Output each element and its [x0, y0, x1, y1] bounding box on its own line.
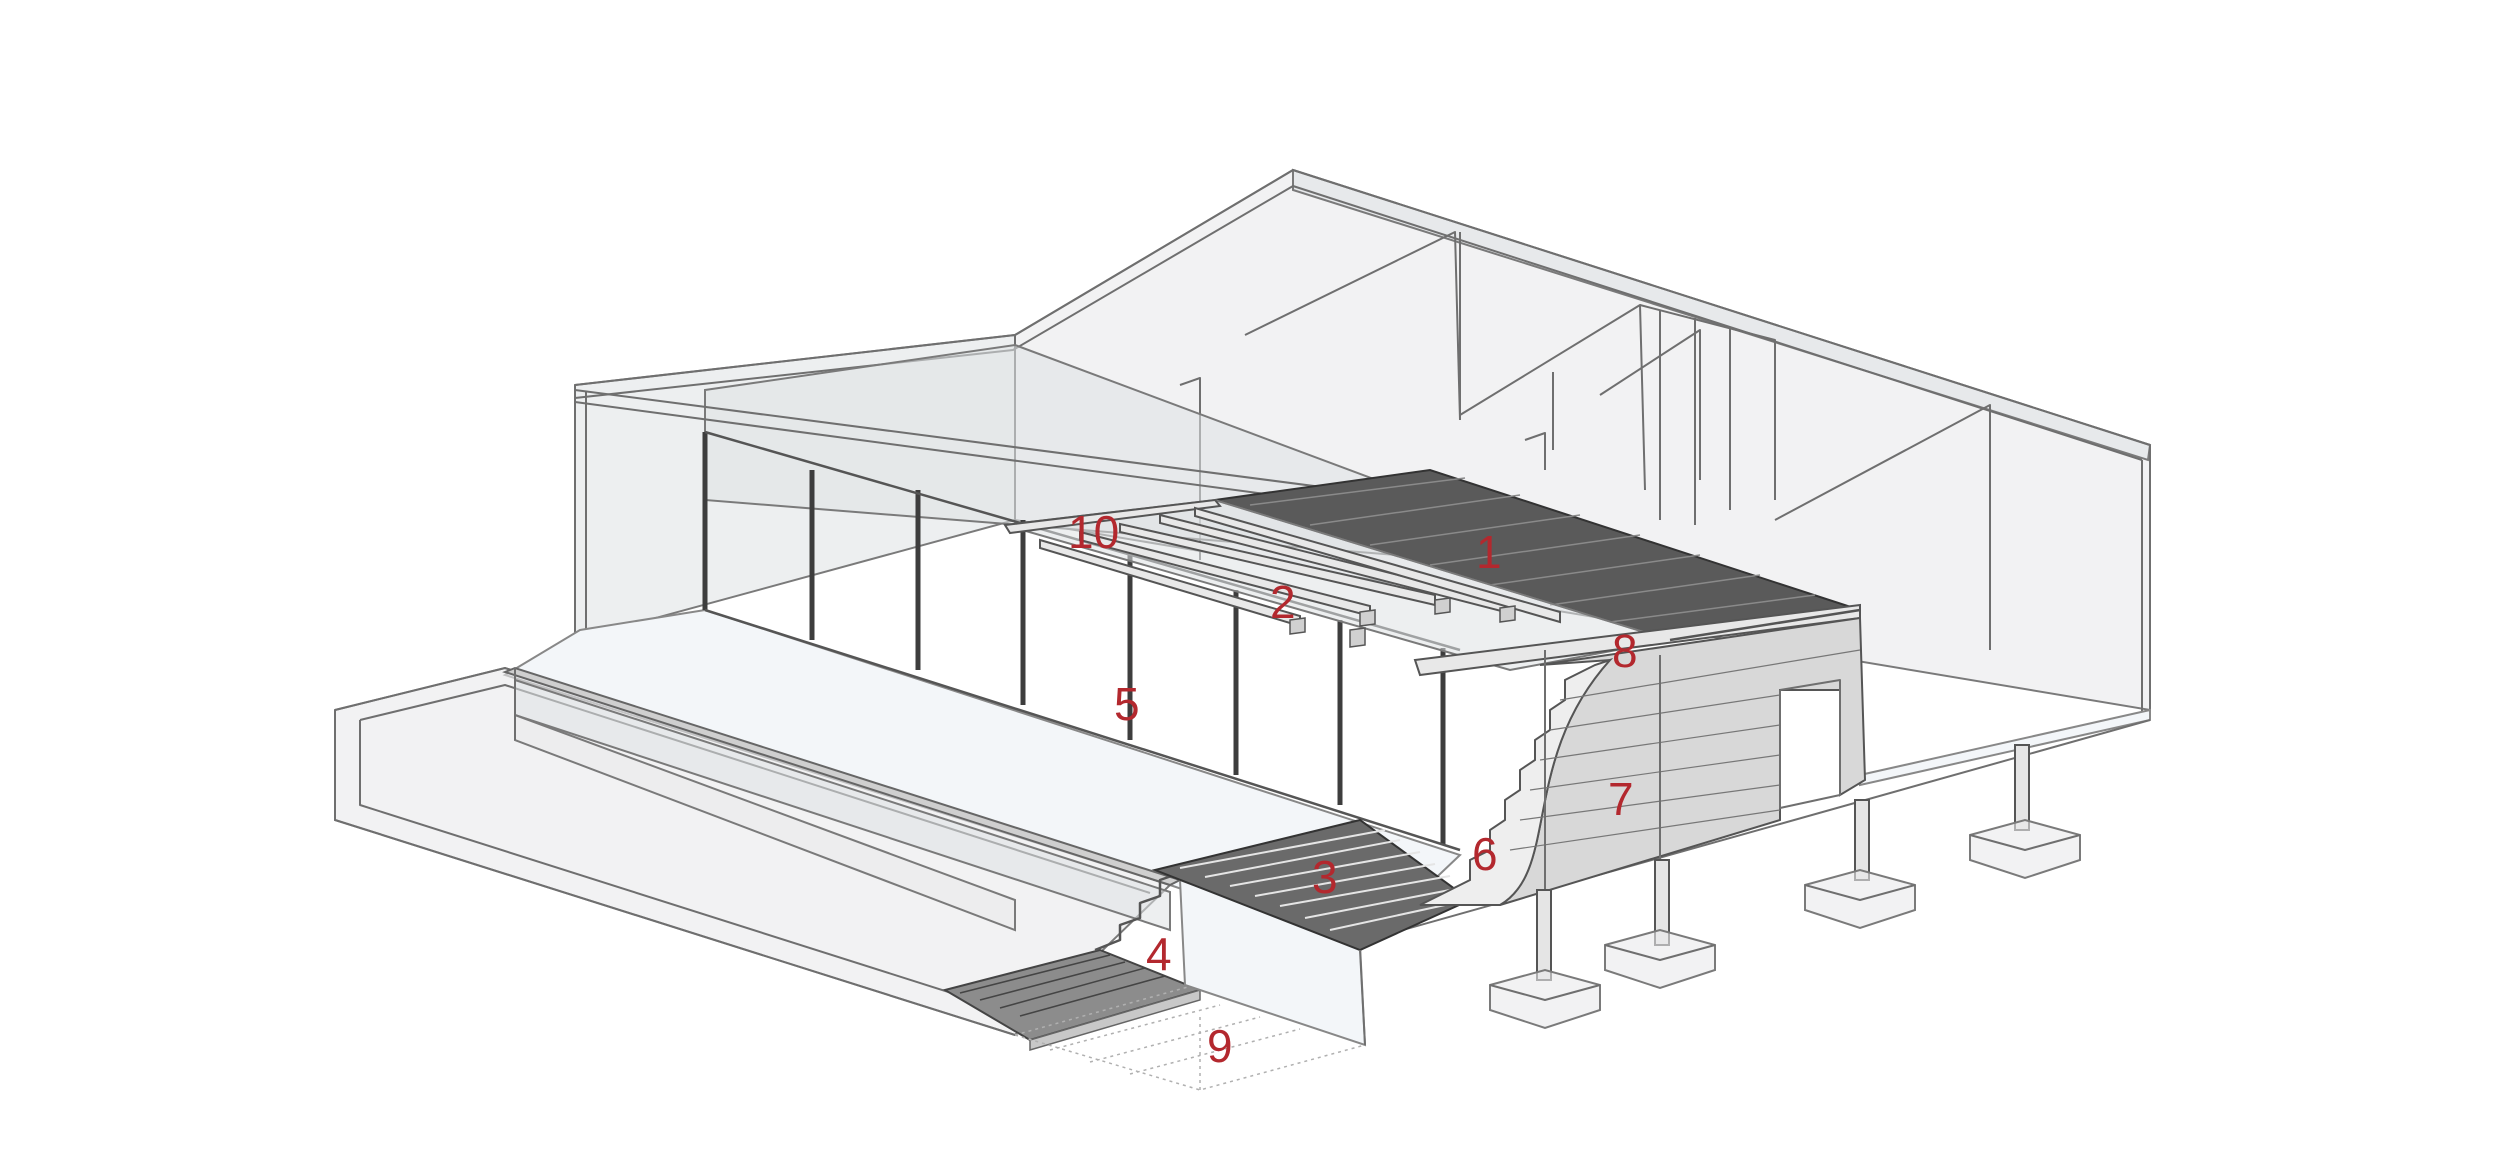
callout-2: 2 [1270, 576, 1296, 628]
callouts: 1 2 3 4 5 6 7 8 9 10 [1068, 506, 1638, 1072]
callout-10: 10 [1068, 506, 1119, 558]
callout-1: 1 [1476, 526, 1502, 578]
callout-5: 5 [1114, 678, 1140, 730]
callout-4: 4 [1146, 928, 1172, 980]
callout-7: 7 [1608, 773, 1634, 825]
roof-structure [1003, 468, 1861, 677]
block-wall [1419, 616, 1867, 906]
callout-9: 9 [1207, 1020, 1233, 1072]
callout-8: 8 [1612, 625, 1638, 677]
slatted-deck [1151, 818, 1472, 1047]
excavation-steps [942, 871, 1368, 1091]
callout-6: 6 [1472, 828, 1498, 880]
callout-3: 3 [1312, 851, 1338, 903]
terrace-planters [334, 666, 1183, 1037]
piers-footings [1489, 744, 2081, 1030]
